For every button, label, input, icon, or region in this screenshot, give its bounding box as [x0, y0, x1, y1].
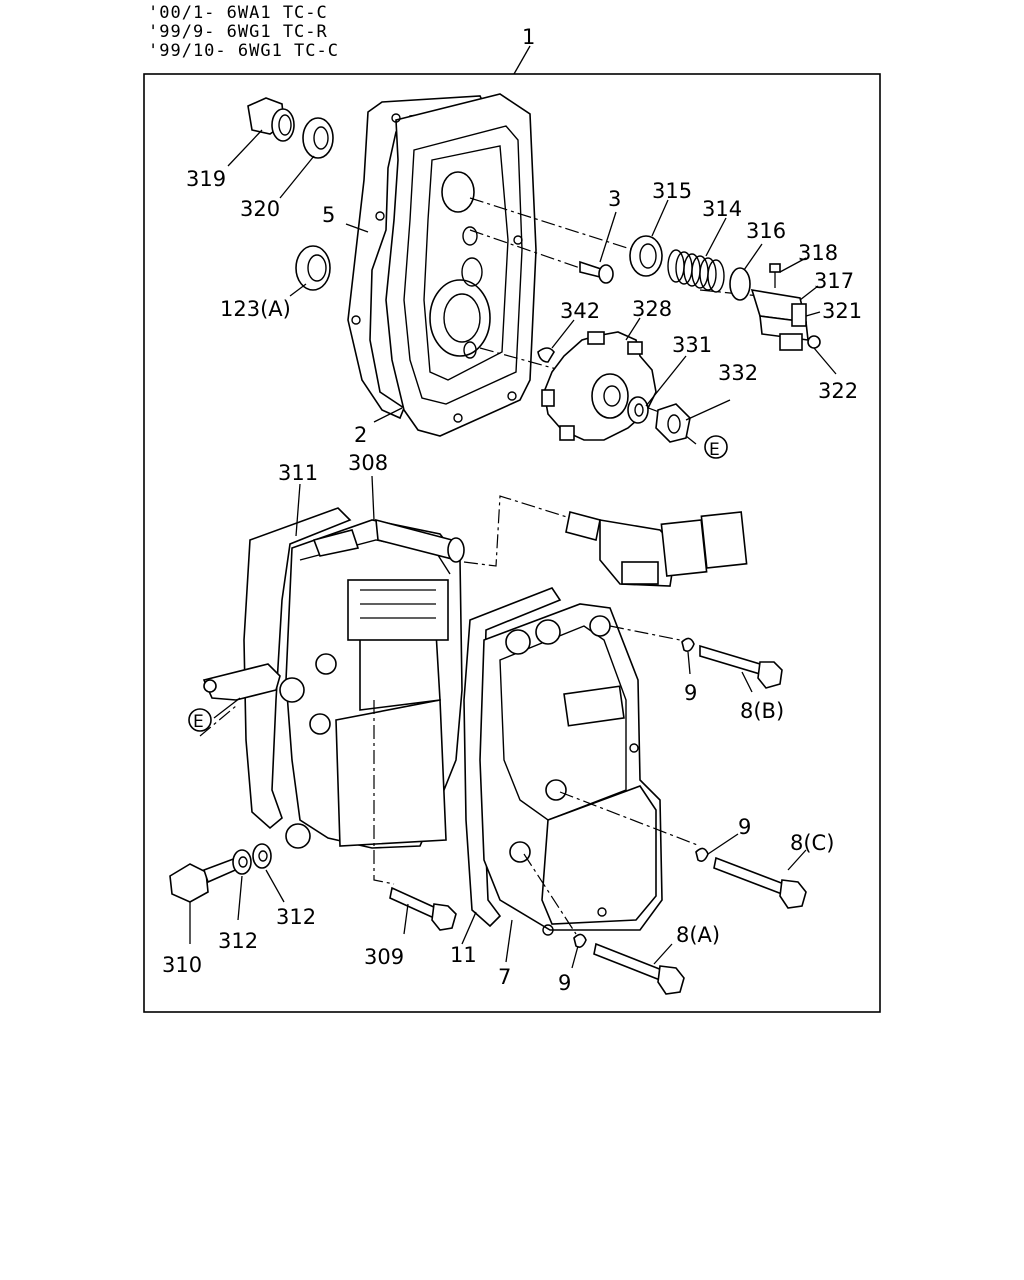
- label-5: 5: [322, 203, 335, 227]
- bolt-8c: [713, 856, 807, 909]
- label-123a: 123(A): [220, 297, 291, 321]
- assembly-leader: [513, 45, 531, 75]
- washer-9-c: [695, 847, 709, 862]
- label-11: 11: [450, 943, 477, 967]
- label-317: 317: [814, 269, 854, 293]
- label-8c: 8(C): [790, 831, 834, 855]
- ref-label-e-left: E: [193, 712, 204, 732]
- bolt-3: [579, 260, 614, 284]
- ref-marker-e-left: [188, 708, 212, 732]
- washer-320: [302, 117, 334, 159]
- label-311: 311: [278, 461, 318, 485]
- model-applicability-header: '00/1- 6WA1 TC-C '99/9- 6WG1 TC-R '99/10…: [148, 4, 339, 61]
- label-8a-text: 8(A): [676, 923, 720, 947]
- label-312-a: 312: [218, 929, 258, 953]
- ref-marker-e-top: [704, 435, 728, 459]
- washer-9-b: [681, 637, 695, 652]
- header-line-2: '99/9- 6WG1 TC-R: [148, 22, 328, 42]
- label-318: 318: [798, 241, 838, 265]
- hose-308: [312, 518, 465, 563]
- label-332: 332: [718, 361, 758, 385]
- retainer-315: [629, 235, 663, 277]
- harness-connector: [463, 495, 748, 587]
- label-310: 310: [162, 953, 202, 977]
- key-342: [537, 347, 555, 363]
- ref-label-e-top: E: [709, 440, 720, 460]
- label-7: 7: [498, 965, 511, 989]
- gasket-311: [243, 507, 352, 830]
- clip-321: [791, 303, 807, 327]
- label-316: 316: [746, 219, 786, 243]
- label-315: 315: [652, 179, 692, 203]
- lever-arm: [202, 663, 281, 701]
- label-3: 3: [608, 187, 621, 211]
- housing-2: [385, 93, 537, 437]
- gear-328: [541, 331, 657, 441]
- label-9-b: 9: [684, 681, 697, 705]
- cap-316: [729, 267, 751, 301]
- label-assembly-1: 1: [522, 25, 535, 49]
- washer-331: [627, 396, 649, 424]
- label-328: 328: [632, 297, 672, 321]
- label-320: 320: [240, 197, 280, 221]
- header-line-3: '99/10- 6WG1 TC-C: [148, 41, 339, 61]
- diagram-frame: [143, 73, 881, 1013]
- label-322: 322: [818, 379, 858, 403]
- label-308: 308: [348, 451, 388, 475]
- label-2: 2: [354, 423, 367, 447]
- label-319: 319: [186, 167, 226, 191]
- plug-319: [247, 97, 295, 142]
- bolt-309: [389, 886, 457, 931]
- washer-9-a: [573, 933, 587, 948]
- label-342: 342: [560, 299, 600, 323]
- bolt-8a: [593, 942, 685, 995]
- seal-123a: [295, 245, 331, 291]
- label-9-a: 9: [558, 971, 571, 995]
- washer-312-b: [252, 843, 272, 869]
- label-8b: 8(B): [740, 699, 784, 723]
- nut-322: [779, 333, 821, 351]
- label-309: 309: [364, 945, 404, 969]
- header-line-1: '00/1- 6WA1 TC-C: [148, 3, 328, 23]
- bolt-310: [169, 856, 242, 903]
- label-321: 321: [822, 299, 862, 323]
- label-9-c: 9: [738, 815, 751, 839]
- screw-318: [769, 263, 781, 288]
- washer-312-a: [232, 849, 252, 875]
- label-314: 314: [702, 197, 742, 221]
- gasket-11: [463, 587, 562, 928]
- bolt-8b: [699, 644, 783, 689]
- nut-332: [655, 403, 691, 443]
- spring-314: [667, 249, 725, 293]
- label-312-b: 312: [276, 905, 316, 929]
- label-331: 331: [672, 333, 712, 357]
